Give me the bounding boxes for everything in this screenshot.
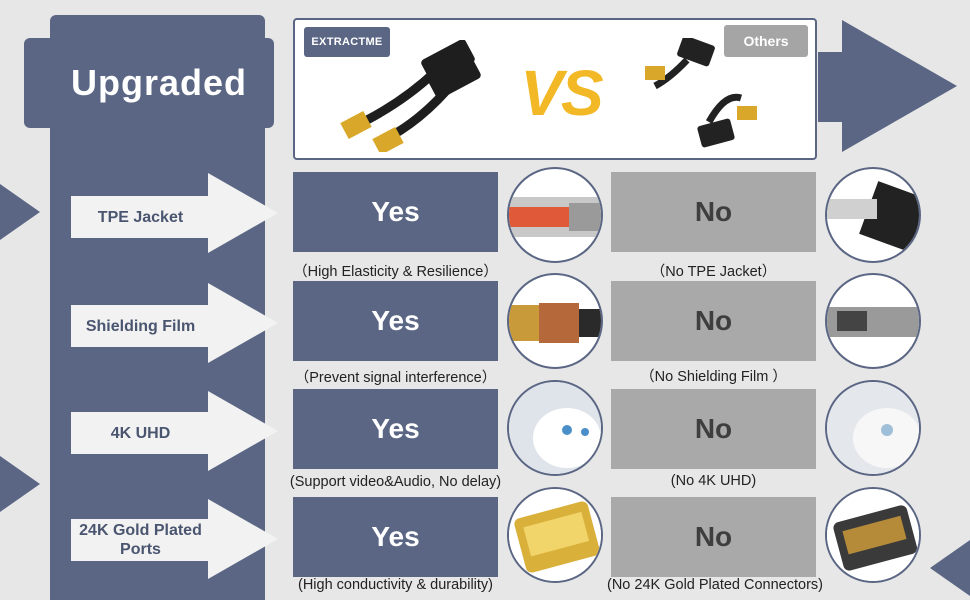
extractme-adapter-image [340,40,481,152]
blurry-cat-image [825,380,921,476]
feature-arrow-icon [208,391,278,471]
tpe-cable-image [507,167,603,263]
feature-arrow-icon [208,283,278,363]
no-caption: （No TPE Jacket） [650,264,777,280]
yes-caption: (High conductivity & durability) [297,577,494,593]
feature-label-24k-gold-plated-ports: 24K Gold Plated Ports [71,519,210,561]
no-caption: (No 4K UHD) [670,473,757,489]
upgraded-tab [24,38,274,128]
no-caption: （No Shielding Film ） [640,369,787,385]
sharp-cat-image [507,380,603,476]
vs-label: VS [520,56,603,129]
no-box: No [611,281,816,361]
yes-caption: （High Elasticity & Resilience） [293,264,498,280]
page-title: Upgraded [70,62,247,103]
yes-box: Yes [293,281,498,361]
feature-arrow-icon [208,499,278,579]
feature-label-4k-uhd: 4K UHD [71,412,210,454]
yes-caption: (Support video&Audio, No delay) [289,474,502,490]
no-box: No [611,172,816,252]
right-arrow-icon [930,540,970,596]
feature-label-tpe-jacket: TPE Jacket [71,196,210,238]
yes-box: Yes [293,389,498,469]
feature-label-shielding-film: Shielding Film [71,305,210,347]
left-arrow-icon [0,184,40,240]
no-box: No [611,497,816,577]
yes-box: Yes [293,172,498,252]
no-caption: (No 24K Gold Plated Connectors) [607,577,823,593]
others-port-image [825,487,921,583]
others-cable-image [825,167,921,263]
shielding-cable-image [507,273,603,369]
yes-caption: （Prevent signal interference） [294,370,497,386]
gold-port-image [507,487,603,583]
others-badge: Others [724,25,808,57]
yes-box: Yes [293,497,498,577]
brand-badge: EXTRACTME [304,27,390,57]
others-shielding-image [825,273,921,369]
no-box: No [611,389,816,469]
others-adapter-image [645,38,757,148]
big-arrow-icon [842,20,957,152]
left-arrow-icon [0,456,40,512]
feature-arrow-icon [208,173,278,253]
